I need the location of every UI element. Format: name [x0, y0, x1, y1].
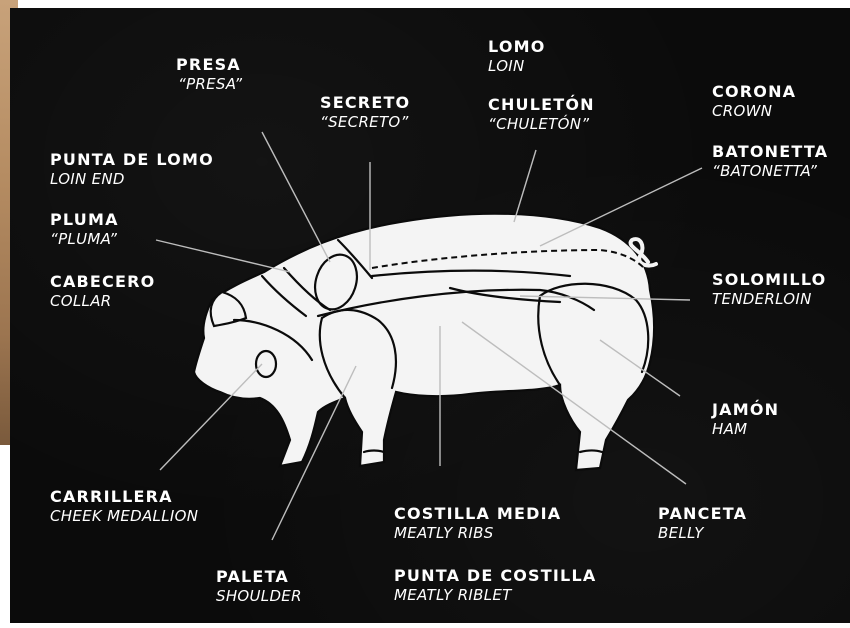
label-carrillera-es: CARRILLERA: [50, 487, 198, 507]
label-lomo: LOMO LOIN: [488, 37, 546, 76]
label-punta-de-lomo-es: PUNTA DE LOMO: [50, 150, 214, 170]
label-secreto: SECRETO “SECRETO”: [320, 93, 410, 132]
label-pluma: PLUMA “PLUMA”: [50, 210, 119, 249]
label-panceta-es: PANCETA: [658, 504, 747, 524]
label-batonetta-en: “BATONETTA”: [712, 162, 828, 181]
label-corona-es: CORONA: [712, 82, 796, 102]
label-punta-de-lomo: PUNTA DE LOMO LOIN END: [50, 150, 214, 189]
label-punta-de-costilla: PUNTA DE COSTILLA MEATLY RIBLET: [394, 566, 596, 605]
label-solomillo-en: TENDERLOIN: [712, 290, 826, 309]
leader-batonetta: [540, 168, 702, 246]
leader-pluma: [156, 240, 290, 272]
label-secreto-es: SECRETO: [320, 93, 410, 113]
leader-chuleton: [514, 150, 536, 222]
label-batonetta-es: BATONETTA: [712, 142, 828, 162]
label-cabecero: CABECERO COLLAR: [50, 272, 155, 311]
label-panceta: PANCETA BELLY: [658, 504, 747, 543]
label-pluma-en: “PLUMA”: [50, 230, 119, 249]
label-paleta-en: SHOULDER: [216, 587, 302, 606]
label-jamon-en: HAM: [712, 420, 779, 439]
label-paleta: PALETA SHOULDER: [216, 567, 302, 606]
label-punta-de-lomo-en: LOIN END: [50, 170, 214, 189]
label-pluma-es: PLUMA: [50, 210, 119, 230]
label-lomo-es: LOMO: [488, 37, 546, 57]
label-cabecero-es: CABECERO: [50, 272, 155, 292]
label-presa-en: “PRESA”: [176, 75, 242, 94]
label-chuleton-en: “CHULETÓN”: [488, 115, 595, 134]
label-corona: CORONA CROWN: [712, 82, 796, 121]
pig-silhouette: [194, 214, 656, 470]
label-solomillo: SOLOMILLO TENDERLOIN: [712, 270, 826, 309]
label-presa: PRESA “PRESA”: [176, 55, 242, 94]
label-costilla-media: COSTILLA MEDIA MEATLY RIBS: [394, 504, 561, 543]
label-punta-de-costilla-en: MEATLY RIBLET: [394, 586, 596, 605]
label-batonetta: BATONETTA “BATONETTA”: [712, 142, 828, 181]
label-costilla-media-en: MEATLY RIBS: [394, 524, 561, 543]
label-chuleton-es: CHULETÓN: [488, 95, 595, 115]
label-solomillo-es: SOLOMILLO: [712, 270, 826, 290]
label-corona-en: CROWN: [712, 102, 796, 121]
label-jamon: JAMÓN HAM: [712, 400, 779, 439]
label-presa-es: PRESA: [176, 55, 242, 75]
label-chuleton: CHULETÓN “CHULETÓN”: [488, 95, 595, 134]
label-cabecero-en: COLLAR: [50, 292, 155, 311]
leader-presa: [262, 132, 330, 262]
label-jamon-es: JAMÓN: [712, 400, 779, 420]
label-carrillera-en: CHEEK MEDALLION: [50, 507, 198, 526]
label-costilla-media-es: COSTILLA MEDIA: [394, 504, 561, 524]
pig-body: [194, 214, 654, 470]
label-panceta-en: BELLY: [658, 524, 747, 543]
label-secreto-en: “SECRETO”: [320, 113, 410, 132]
label-carrillera: CARRILLERA CHEEK MEDALLION: [50, 487, 198, 526]
label-lomo-en: LOIN: [488, 57, 546, 76]
label-paleta-es: PALETA: [216, 567, 302, 587]
label-punta-de-costilla-es: PUNTA DE COSTILLA: [394, 566, 596, 586]
